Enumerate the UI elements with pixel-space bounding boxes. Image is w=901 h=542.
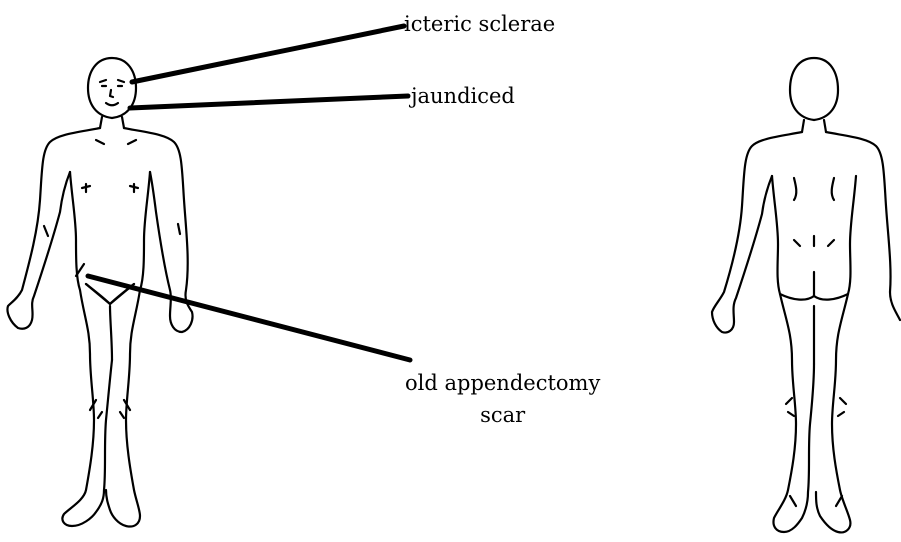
icteric-leader-line	[132, 26, 404, 82]
jaundiced-label: jaundiced	[411, 86, 515, 107]
scar-label-line-2: scar	[405, 399, 600, 431]
scar-leader-line	[88, 276, 410, 360]
front-view-figure	[7, 58, 192, 527]
jaundiced-leader-line	[130, 96, 408, 108]
icteric-sclerae-label: icteric sclerae	[404, 14, 555, 35]
scar-label-line-1: old appendectomy	[405, 367, 600, 399]
back-view-figure	[712, 58, 900, 532]
appendectomy-scar-label: old appendectomy scar	[405, 367, 600, 431]
